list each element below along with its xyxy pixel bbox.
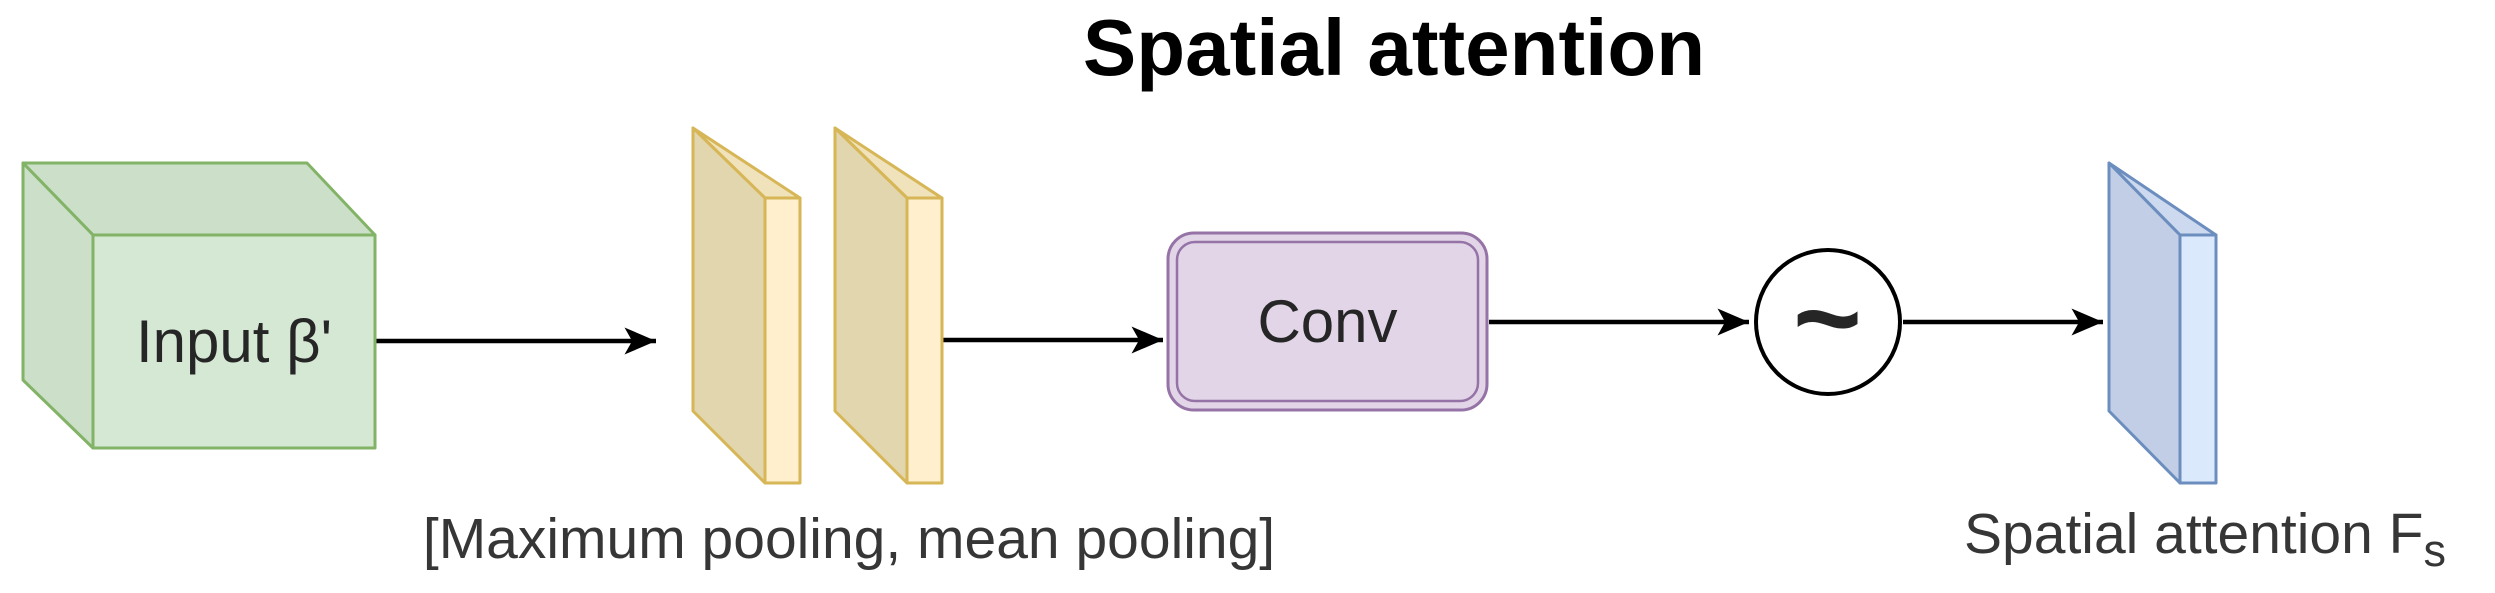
output-slab-front-face	[2178, 233, 2218, 485]
mean-pooling-slab-front-face	[905, 196, 944, 485]
activation-circle	[1754, 248, 1902, 396]
output-caption-subscript: s	[2423, 525, 2446, 576]
diagram-title: Spatial attention	[1082, 3, 1706, 92]
max-pooling-slab	[691, 126, 802, 485]
mean-pooling-slab	[833, 126, 944, 485]
sigmoid-tilde-symbol: ~	[1793, 252, 1862, 384]
conv-box-inner-border	[1175, 240, 1480, 403]
conv-box	[1166, 231, 1489, 412]
conv-box-label: Conv	[1257, 287, 1398, 355]
output-attention-slab	[2107, 161, 2218, 485]
max-pooling-slab-front-face	[763, 196, 802, 485]
input-tensor-cube	[21, 161, 377, 450]
input-box-label: Input β'	[135, 307, 333, 375]
output-caption: Spatial attention Fs	[1964, 506, 2446, 574]
pooling-caption: [Maximum pooling, mean pooling]	[422, 507, 1276, 571]
output-caption-main: Spatial attention F	[1964, 502, 2424, 566]
conv-box-outer-border	[1166, 231, 1489, 412]
input-cube-front-face	[91, 233, 377, 450]
